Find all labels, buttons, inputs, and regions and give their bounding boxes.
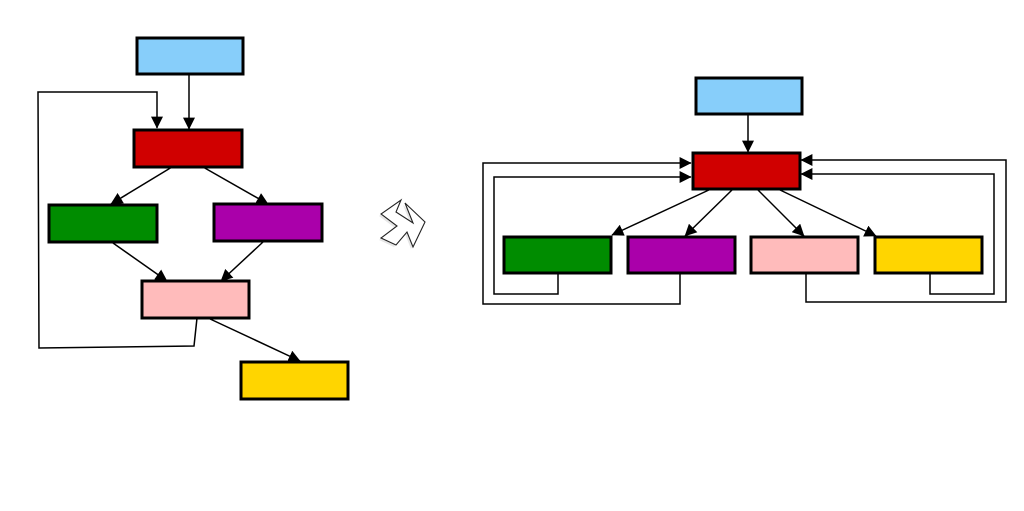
right-node-yellow (873, 235, 984, 275)
hollow-zigzag-arrow-icon (379, 198, 426, 249)
right-node-entry (694, 76, 804, 116)
right-edge-yellow-header-back (800, 168, 995, 295)
right-node-pink (749, 235, 860, 275)
left-edge-green-pink (112, 242, 168, 282)
left-edge-header-purple (202, 166, 269, 205)
left-edge-pink-header-back (37, 91, 198, 349)
right-node-green (502, 235, 613, 275)
right-node-header (691, 151, 802, 191)
right-nodes (502, 76, 984, 275)
left-node-entry (135, 36, 245, 76)
left-node-pink (140, 279, 251, 320)
left-node-header (132, 128, 244, 169)
left-edge-header-green (110, 166, 173, 205)
right-edge-purple-header-back (482, 157, 692, 305)
left-nodes (47, 36, 350, 401)
right-edge-pink-header-back (800, 154, 1007, 303)
right-edges (482, 114, 1007, 305)
left-node-purple (212, 202, 324, 243)
right-edge-header-pink (756, 188, 805, 237)
right-edge-header-green (611, 188, 712, 236)
left-edge-purple-pink (220, 241, 264, 282)
left-node-green (47, 203, 159, 244)
right-edge-header-yellow (777, 188, 877, 237)
right-node-purple (626, 235, 737, 275)
left-graph (37, 36, 350, 401)
left-edge-pink-yellow (207, 317, 301, 362)
right-edge-header-purple (684, 188, 734, 237)
right-edge-green-header-back (493, 171, 692, 295)
left-node-yellow (239, 360, 350, 401)
right-graph (482, 76, 1007, 305)
left-edges (37, 74, 301, 362)
